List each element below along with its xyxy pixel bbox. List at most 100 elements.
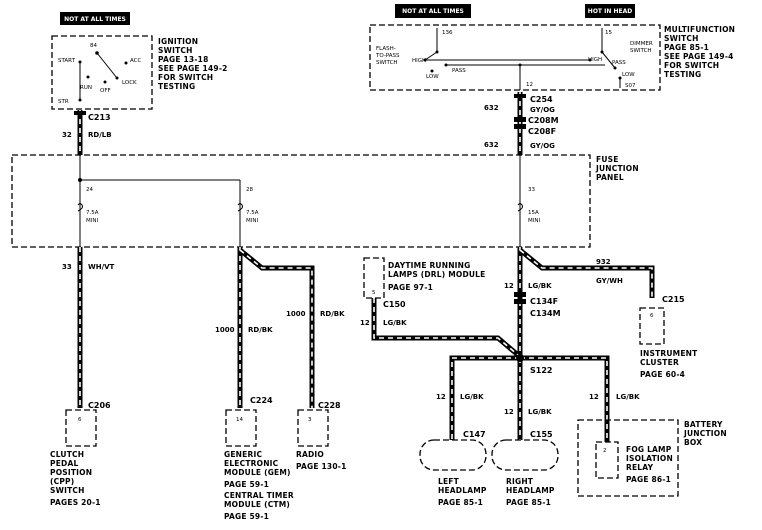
fjp-label-1: FUSE: [596, 155, 619, 164]
ign-see-3: TESTING: [158, 82, 195, 91]
lhead-name-2: HEADLAMP: [438, 486, 487, 495]
header-multifunction: NOT AT ALL TIMES: [402, 8, 464, 15]
splice-s122-label: S122: [530, 366, 552, 375]
wire-932: [518, 248, 655, 298]
wire-1000a-num: 1000: [215, 326, 235, 334]
wire-632a-num: 632: [484, 104, 499, 112]
rhead-name-1: RIGHT: [506, 477, 534, 486]
fuse1-num: 24: [86, 187, 93, 193]
mf-low-left: LOW: [426, 74, 439, 80]
wire-1000b-color: RD/BK: [320, 310, 345, 318]
ctm-name-1: CENTRAL TIMER: [224, 491, 294, 500]
fuse-24-icon: [77, 203, 83, 212]
wire-12-fog-color: LG/BK: [616, 393, 640, 401]
ign-pos-start: START: [58, 58, 76, 64]
connector-c155: C155: [530, 430, 553, 439]
header-head: HOT IN HEAD: [588, 8, 632, 15]
gem-name-3: MODULE (GEM): [224, 468, 291, 477]
fog-pin: 2: [603, 448, 607, 454]
ign-see-2: FOR SWITCH: [158, 73, 213, 82]
gem-page: PAGE 59-1: [224, 480, 269, 489]
radio-pin: 3: [308, 417, 312, 423]
ctm-page: PAGE 59-1: [224, 512, 269, 521]
fog-relay-box: [595, 441, 619, 479]
cpp-name-4: (CPP): [50, 477, 74, 486]
cpp-page: PAGES 20-1: [50, 498, 101, 507]
drl-pin: 5: [372, 290, 376, 296]
left-headlamp-box: [419, 439, 487, 471]
ign-pos-off: OFF: [100, 88, 111, 94]
gem-name-1: GENERIC: [224, 450, 262, 459]
cluster-pin: 6: [650, 313, 654, 319]
mf-pass-right: PASS: [612, 60, 626, 66]
fuse2-rating: 7.5A: [246, 210, 259, 216]
battery-junction-box: [577, 419, 679, 497]
connector-c134f: C134F: [530, 297, 558, 306]
connector-c134m: C134M: [530, 309, 561, 318]
lhead-page: PAGE 85-1: [438, 498, 483, 507]
fuse-junction-panel: [11, 154, 591, 248]
mf-page: PAGE 85-1: [664, 43, 709, 52]
instrument-cluster-box: [639, 307, 665, 345]
drl-name-1: DAYTIME RUNNING: [388, 261, 471, 270]
rhead-page: PAGE 85-1: [506, 498, 551, 507]
mf-pin-12: 12: [526, 82, 533, 88]
cluster-name-1: INSTRUMENT: [640, 349, 698, 358]
wire-1000a-color: RD/BK: [248, 326, 273, 334]
connector-c215: C215: [662, 295, 685, 304]
radio-page: PAGE 130-1: [296, 462, 347, 471]
mf-high-left: HIGH: [412, 58, 426, 64]
wire-32-color: RD/LB: [88, 131, 112, 139]
right-headlamp-box: [491, 439, 559, 471]
gem-pin: 14: [236, 417, 243, 423]
wire-32-num: 32: [62, 131, 72, 139]
ign-pos-run: RUN: [80, 85, 92, 91]
connector-marks: [74, 94, 526, 304]
wire-33-color: WH/VT: [88, 263, 115, 271]
wire-12-fog-num: 12: [589, 393, 599, 401]
radio-name-1: RADIO: [296, 450, 324, 459]
mf-see-1: SEE PAGE 149-4: [664, 52, 734, 61]
wire-1000-radio: [238, 248, 315, 408]
wire-12-left-color: LG/BK: [460, 393, 484, 401]
connector-c147: C147: [463, 430, 486, 439]
wire-632a-color: GY/OG: [530, 106, 555, 114]
fuse3-type: MINI: [528, 218, 540, 224]
mf-high-right: HIGH: [588, 57, 602, 63]
fuse2-type: MINI: [246, 218, 258, 224]
ignition-switch: 84 START ACC RUN OFF LOCK STR: [51, 35, 153, 110]
connector-c213: C213: [88, 113, 111, 122]
cluster-page: PAGE 60-4: [640, 370, 685, 379]
splice-s122: [516, 354, 524, 362]
ign-pos-acc: ACC: [130, 58, 142, 64]
fuse3-num: 33: [528, 187, 535, 193]
mf-see-3: TESTING: [664, 70, 701, 79]
connector-c228: C228: [318, 401, 341, 410]
connector-c150: C150: [383, 300, 406, 309]
mf-dimmer-1: DIMMER: [630, 41, 653, 47]
mf-pin-136: 136: [442, 30, 453, 36]
fuse3-rating: 15A: [528, 210, 539, 216]
drl-module-box: [363, 257, 385, 299]
fjp-label-2: JUNCTION: [595, 164, 639, 173]
ign-name-2: SWITCH: [158, 46, 193, 55]
fuse-33-icon: [517, 203, 523, 212]
wire-12-drl-color: LG/BK: [383, 319, 407, 327]
wire-932-num: 932: [596, 258, 611, 266]
gem-module-box: [225, 409, 257, 447]
header-ignition: NOT AT ALL TIMES: [64, 16, 126, 23]
wire-12-drl-num: 12: [360, 319, 370, 327]
ctm-name-2: MODULE (CTM): [224, 500, 290, 509]
mf-flash-3: SWITCH: [376, 60, 398, 66]
header-bar-head: [585, 4, 635, 18]
bjb-name-3: BOX: [684, 438, 702, 447]
wire-932-color: GY/WH: [596, 277, 623, 285]
cpp-name-2: PEDAL: [50, 459, 78, 468]
multifunction-switch: FLASH- TO-PASS SWITCH 136 HIGH LOW PASS …: [369, 24, 661, 91]
lhead-name-1: LEFT: [438, 477, 460, 486]
mf-pin-15: 15: [605, 30, 612, 36]
radio-box: [297, 409, 329, 447]
drl-page: PAGE 97-1: [388, 283, 433, 292]
wire-12-right-color: LG/BK: [528, 408, 552, 416]
gem-name-2: ELECTRONIC: [224, 459, 279, 468]
